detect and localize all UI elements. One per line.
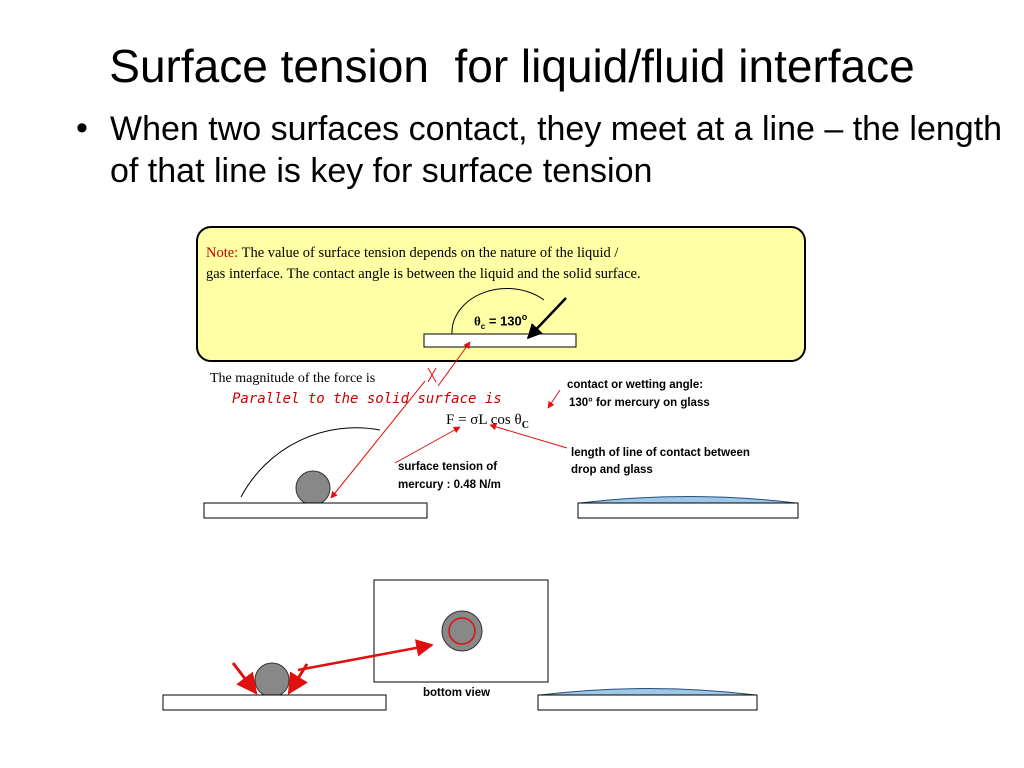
glass-slide-upper-left xyxy=(203,502,428,519)
note-box xyxy=(196,226,806,362)
note-line-1: Note: The value of surface tension depen… xyxy=(206,245,618,262)
surface-tension-label-2: mercury : 0.48 N/m xyxy=(398,479,501,491)
bullet-marker: • xyxy=(76,109,88,147)
red-arrow-to-drop xyxy=(330,380,426,499)
water-film-lower xyxy=(539,688,757,696)
glass-slide-lower-left xyxy=(162,694,387,711)
bullet-text: When two surfaces contact, they meet at … xyxy=(110,110,1003,190)
force-direction-text: Parallel to the solid surface is xyxy=(232,391,502,407)
red-arrow-to-note xyxy=(437,341,471,387)
contact-angle-label-1: contact or wetting angle: xyxy=(567,379,704,391)
glass-slide-upper-right xyxy=(577,502,799,519)
surface-tension-label-1: surface tension of xyxy=(398,461,498,473)
theta-value: = 130 xyxy=(485,313,522,329)
note-line-1-text: The value of surface tension depends on … xyxy=(238,245,619,261)
mercury-drop-lower xyxy=(254,662,290,698)
mercury-drop-upper xyxy=(295,470,331,506)
mercury-drop-bottom-view xyxy=(441,610,483,652)
red-arrow-to-theta xyxy=(547,389,561,409)
water-film-upper xyxy=(579,496,797,504)
glass-slide-lower-right xyxy=(537,694,758,711)
theta-symbol: θ xyxy=(474,313,481,329)
contact-angle-label-2: 130° for mercury on glass xyxy=(569,397,710,409)
contact-length-label-2: drop and glass xyxy=(571,464,653,476)
contact-line-circle xyxy=(448,617,476,645)
force-formula: F = σL cos θC xyxy=(446,412,529,431)
theta-subscript: c xyxy=(480,321,486,331)
formula-main: F = σL cos θ xyxy=(446,412,522,428)
red-arrow-left-contact xyxy=(231,662,258,695)
note-label: Note: xyxy=(206,245,239,261)
note-glass-slide xyxy=(423,333,577,348)
force-arc xyxy=(240,427,381,498)
red-x-mark xyxy=(427,367,437,383)
contact-length-label-1: length of line of contact between xyxy=(571,447,750,459)
theta-superscript: o xyxy=(521,312,528,322)
red-arrow-to-bottom-view xyxy=(297,639,434,672)
note-angle-arc xyxy=(451,288,545,335)
bottom-view-label: bottom view xyxy=(423,687,491,699)
slide-title: Surface tension for liquid/fluid interfa… xyxy=(109,40,915,92)
formula-subscript: C xyxy=(521,420,529,431)
force-magnitude-text: The magnitude of the force is xyxy=(210,371,376,386)
note-black-arrow xyxy=(526,297,567,340)
red-arrow-to-sigma xyxy=(394,426,461,464)
red-arrow-to-length xyxy=(489,423,568,449)
contact-angle-value: θc = 130o xyxy=(474,312,527,331)
note-line-2: gas interface. The contact angle is betw… xyxy=(206,266,641,282)
